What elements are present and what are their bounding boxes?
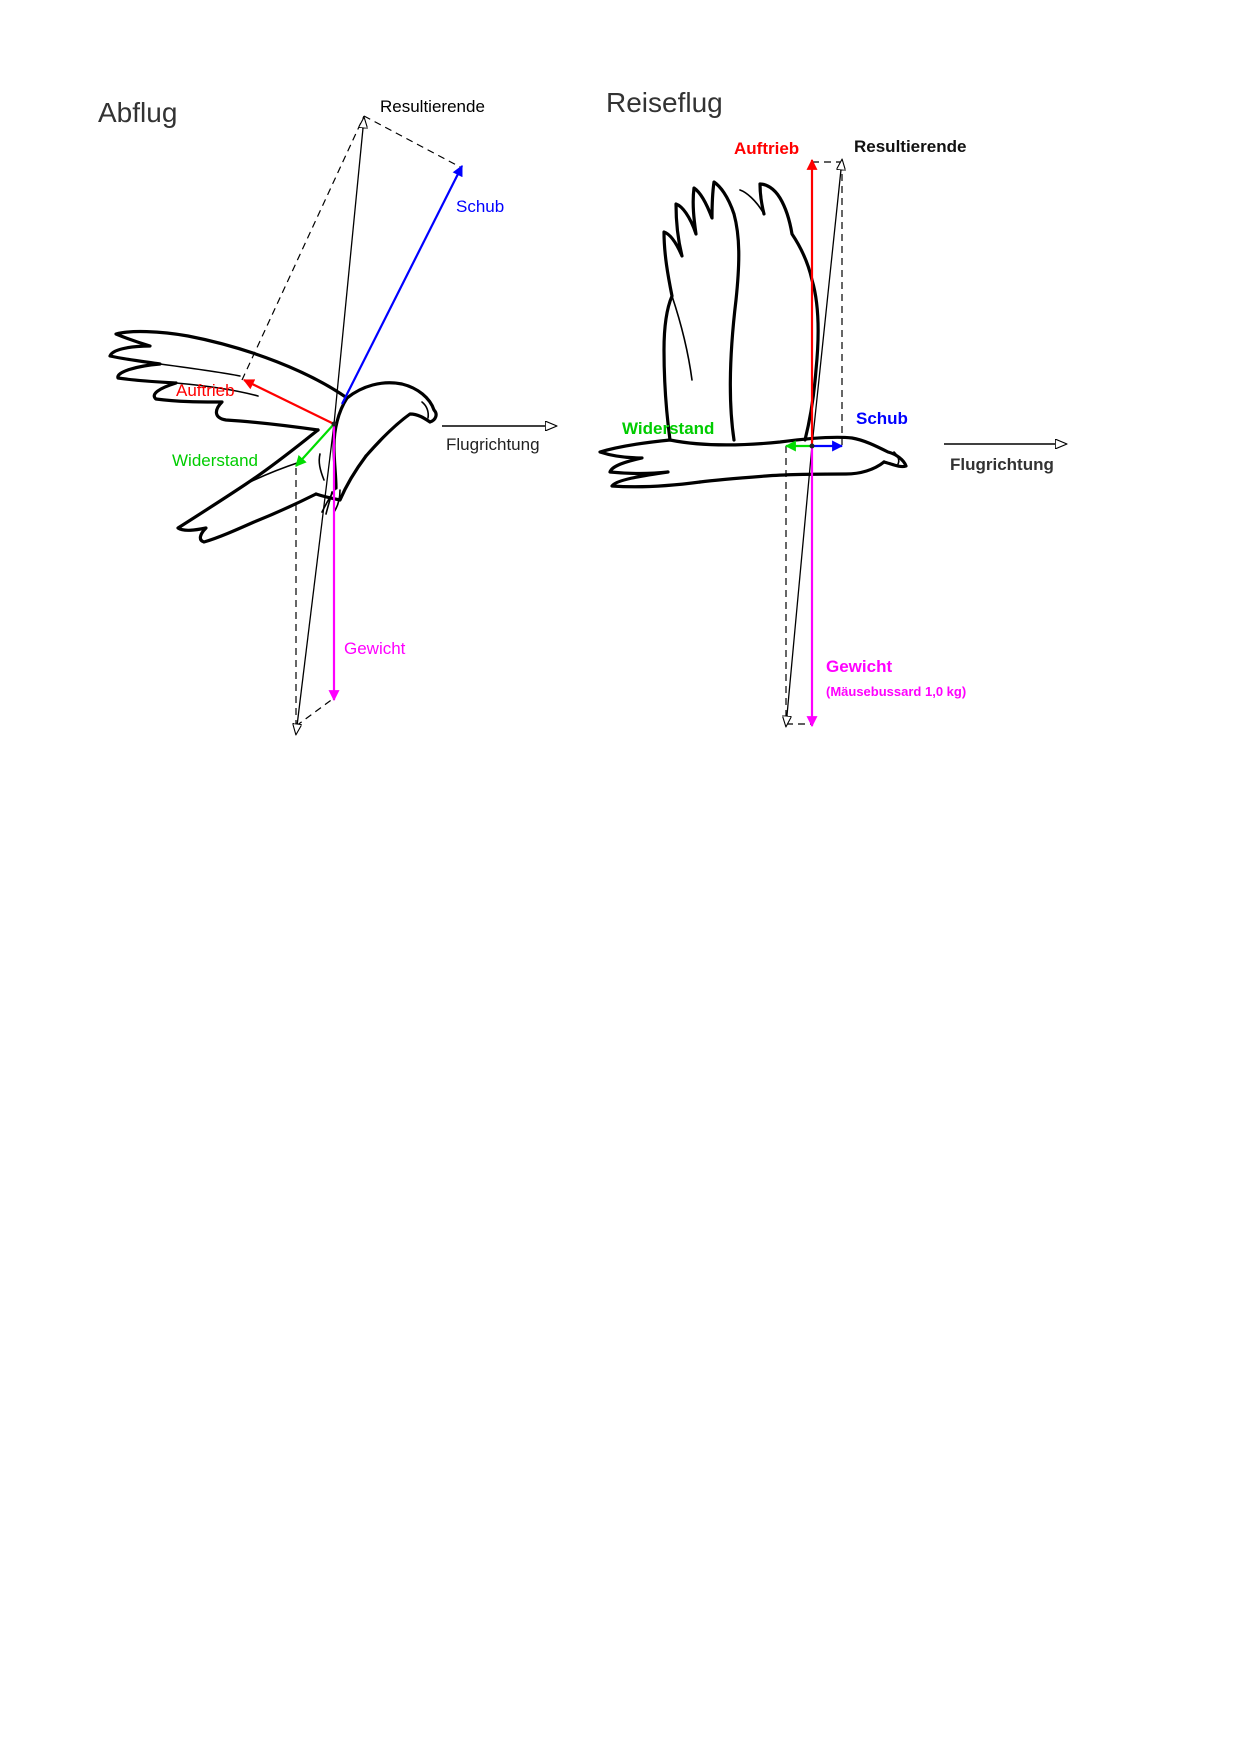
reiseflug-resultant-up-arrow xyxy=(811,160,842,447)
reiseflug-resultant-down-arrow xyxy=(786,445,813,726)
abflug-title: Abflug xyxy=(98,97,177,128)
abflug-construct-4 xyxy=(295,697,335,727)
abflug-flugrichtung-label: Flugrichtung xyxy=(446,435,540,454)
panel-abflug: Abflug xyxy=(98,97,556,734)
reiseflug-resultierende-label: Resultierende xyxy=(854,137,966,156)
abflug-widerstand-label: Widerstand xyxy=(172,451,258,470)
abflug-schub-arrow xyxy=(341,165,463,405)
abflug-auftrieb-label: Auftrieb xyxy=(176,381,235,400)
abflug-construct-1 xyxy=(241,115,365,381)
abflug-auftrieb-arrow xyxy=(243,379,335,425)
abflug-schub-label: Schub xyxy=(456,197,504,216)
reiseflug-gewicht-note: (Mäusebussard 1,0 kg) xyxy=(826,684,966,699)
bird-cruise-drawing xyxy=(598,180,908,489)
reiseflug-title: Reiseflug xyxy=(606,87,723,118)
abflug-resultant-up-arrow xyxy=(333,118,364,425)
reiseflug-flugrichtung-label: Flugrichtung xyxy=(950,455,1054,474)
abflug-gewicht-label: Gewicht xyxy=(344,639,406,658)
abflug-widerstand-arrow xyxy=(295,423,335,467)
abflug-resultierende-label: Resultierende xyxy=(380,97,485,116)
abflug-construct-2 xyxy=(363,115,463,169)
abflug-resultant-down-arrow xyxy=(296,423,335,734)
reiseflug-gewicht-label: Gewicht xyxy=(826,657,892,676)
reiseflug-auftrieb-label: Auftrieb xyxy=(734,139,799,158)
reiseflug-widerstand-label: Widerstand xyxy=(622,419,714,438)
reiseflug-schub-label: Schub xyxy=(856,409,908,428)
bird-takeoff-drawing xyxy=(108,329,438,544)
panel-reiseflug: Reiseflug Auf xyxy=(598,87,1066,726)
